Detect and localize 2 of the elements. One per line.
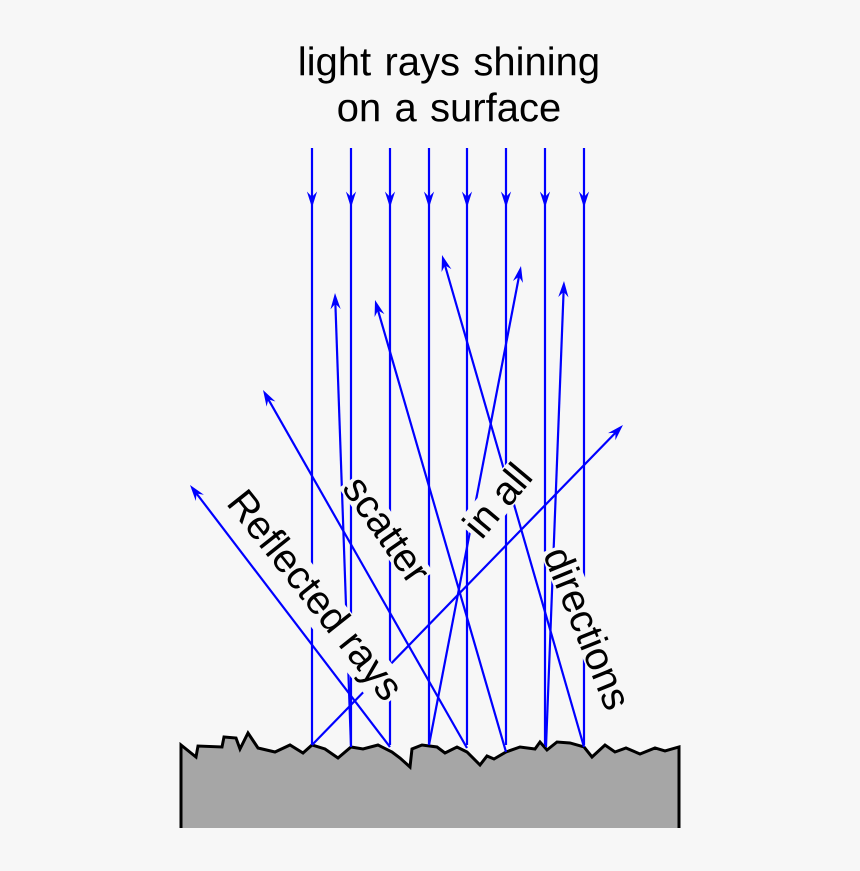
ray-label: in all — [457, 456, 537, 544]
title: light rays shining on a surface — [300, 46, 598, 122]
